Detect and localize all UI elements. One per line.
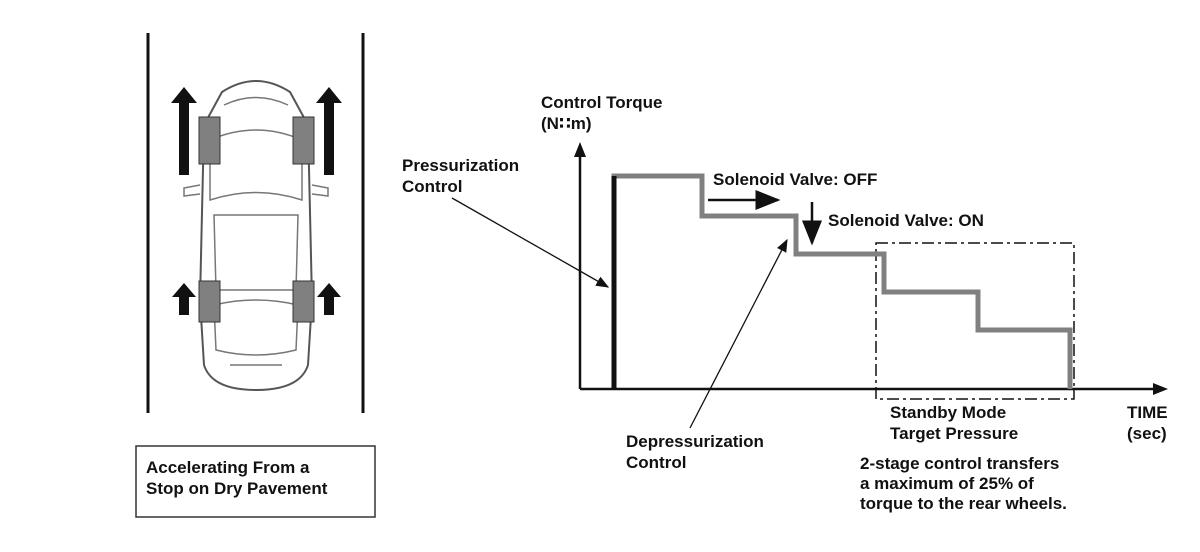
front-right-torque-arrow-icon: [316, 87, 342, 175]
caption-line-1: Accelerating From a: [146, 458, 310, 477]
pressurization-leader-line: [451, 197, 610, 288]
standby-label-line-2: Target Pressure: [890, 424, 1018, 443]
standby-label-line-1: Standby Mode: [890, 403, 1006, 422]
note-line-2: a maximum of 25% of: [860, 474, 1034, 493]
rear-right-wheel: [292, 280, 315, 323]
rear-right-torque-arrow-icon: [317, 283, 341, 315]
standby-mode-region: [875, 242, 1075, 400]
note-line-3: torque to the rear wheels.: [860, 494, 1067, 513]
pressurization-label-line-1: Pressurization: [402, 156, 519, 175]
vehicle-panel: Accelerating From a Stop on Dry Pavement: [135, 33, 376, 518]
solenoid-on-label: Solenoid Valve: ON: [828, 211, 984, 230]
depressurization-label-line-2: Control: [626, 453, 686, 472]
y-axis-label-line-2: (N∷m): [541, 114, 592, 133]
rear-left-wheel: [198, 280, 221, 323]
x-axis-arrow-icon: [1153, 383, 1168, 395]
y-axis-arrow-icon: [574, 142, 586, 157]
solenoid-off-label: Solenoid Valve: OFF: [713, 170, 877, 189]
front-left-torque-arrow-icon: [171, 87, 197, 175]
x-axis-label-line-1: TIME: [1127, 403, 1168, 422]
depressurization-leader-line: [689, 238, 788, 429]
pressurization-label-line-2: Control: [402, 177, 462, 196]
front-left-wheel: [198, 116, 221, 165]
y-axis-label-line-1: Control Torque: [541, 93, 663, 112]
x-axis-label-line-2: (sec): [1127, 424, 1167, 443]
torque-graph: Control Torque (N∷m) TIME (sec) Solenoid…: [402, 93, 1168, 513]
depressurization-label-line-1: Depressurization: [626, 432, 764, 451]
torque-curve: [611, 173, 1073, 389]
note-line-1: 2-stage control transfers: [860, 454, 1059, 473]
rear-left-torque-arrow-icon: [172, 283, 196, 315]
caption-line-2: Stop on Dry Pavement: [146, 479, 328, 498]
caption-box: [135, 445, 376, 518]
front-right-wheel: [292, 116, 315, 165]
